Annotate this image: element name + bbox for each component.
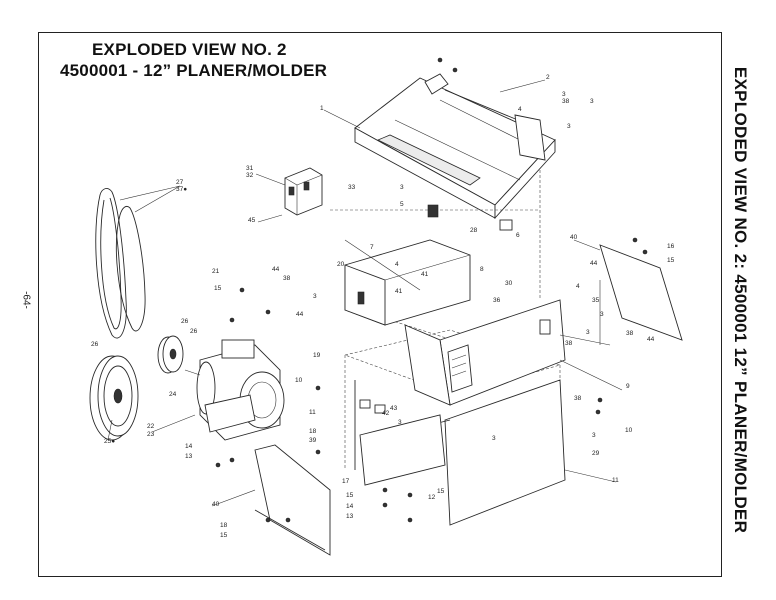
callout-label: 41 <box>395 288 403 295</box>
callout-label: 45 <box>248 217 256 224</box>
callout-label: 32 <box>246 172 254 179</box>
callout-label: 38 <box>283 275 291 282</box>
callout-label: 15 <box>346 492 354 499</box>
callout-label: 39 <box>309 437 317 444</box>
callout-label: 27 <box>176 179 184 186</box>
diagram-title: EXPLODED VIEW NO. 2 <box>92 40 287 59</box>
callout-label: 38 <box>626 330 634 337</box>
callout-label: 41 <box>421 271 429 278</box>
callout-label: 3 <box>400 184 404 191</box>
callout-label: 40 <box>570 234 578 241</box>
callout-label: 15 <box>667 257 675 264</box>
callout-label: 3 <box>492 435 496 442</box>
callout-label: 3 <box>567 123 571 130</box>
drawing-frame <box>38 32 722 577</box>
callout-label: 3 <box>592 432 596 439</box>
callout-label: 13 <box>346 513 354 520</box>
callout-label: 3 <box>590 98 594 105</box>
callout-label: 44 <box>647 336 655 343</box>
motor-mount-box <box>344 239 471 326</box>
callout-label: 11 <box>612 477 619 484</box>
callout-label: 13 <box>185 453 193 460</box>
right-panel <box>599 244 683 341</box>
callout-label: 38 <box>574 395 582 402</box>
callout-label: 33 <box>348 184 356 191</box>
callout-label: 38 <box>562 98 570 105</box>
leader-lines <box>107 79 623 507</box>
callout-label: 4 <box>518 106 522 113</box>
callout-label: 25● <box>104 438 115 445</box>
callout-label: 4 <box>395 261 399 268</box>
electrical-box <box>404 299 566 406</box>
top-cover <box>354 73 556 220</box>
callout-label: 44 <box>272 266 280 273</box>
callout-label: 14 <box>185 443 193 450</box>
callout-label: 20 <box>337 261 345 268</box>
callout-label: 22 <box>147 423 155 430</box>
callout-label: 19 <box>313 352 321 359</box>
callout-label: 6 <box>516 232 520 239</box>
callout-label: 14 <box>346 503 354 510</box>
motor-pulley <box>157 335 184 374</box>
callout-label: 15 <box>214 285 222 292</box>
callout-label: 5 <box>400 201 404 208</box>
callout-label: 15 <box>220 532 228 539</box>
callout-label: 3 <box>398 419 402 426</box>
callout-label: 44 <box>590 260 598 267</box>
callout-label: 17 <box>342 478 350 485</box>
callout-label: 16 <box>667 243 675 250</box>
callout-label: 12 <box>428 494 436 501</box>
callout-label: 4 <box>576 283 580 290</box>
callout-label: 30 <box>505 280 513 287</box>
callout-label: 3 <box>562 91 566 98</box>
callout-label: 26 <box>181 318 189 325</box>
callout-label: 36 <box>493 297 501 304</box>
callout-label: 42 <box>382 410 390 417</box>
callout-label: 18 <box>220 522 228 529</box>
callout-label: 15 <box>437 488 445 495</box>
callout-label: 2 <box>546 74 550 81</box>
callout-label: 18 <box>309 428 317 435</box>
diagram-subtitle: 4500001 - 12” PLANER/MOLDER <box>60 61 328 80</box>
callout-label: 21 <box>212 268 220 275</box>
drive-belts <box>95 188 146 339</box>
callout-label: 44 <box>296 311 304 318</box>
lower-cabinet <box>354 379 566 526</box>
callout-label: 23 <box>147 431 155 438</box>
large-pulley <box>89 355 139 441</box>
callout-label: 37● <box>176 186 187 193</box>
callout-label: 38 <box>565 340 573 347</box>
switch-box <box>284 167 323 216</box>
cover-rod <box>444 89 546 161</box>
callout-label: 10 <box>295 377 303 384</box>
callout-label: 1 <box>320 105 324 112</box>
callout-label: 11 <box>309 409 316 416</box>
callout-label: 29 <box>592 450 600 457</box>
callout-label: 8 <box>480 266 484 273</box>
callout-label: 3 <box>600 311 604 318</box>
callout-label: 3 <box>313 293 317 300</box>
motor <box>184 339 285 441</box>
callout-label: 24 <box>169 391 177 398</box>
callout-label: 7 <box>370 244 374 251</box>
callout-labels: 1 2 3 4 38 3 3 31 32 33 3 5 27 37● 45 6 … <box>91 74 675 539</box>
callout-label: 10 <box>625 427 633 434</box>
callout-label: 31 <box>246 165 254 172</box>
callout-label: 26 <box>91 341 99 348</box>
hardware-marks <box>215 57 648 523</box>
callout-label: 3 <box>586 329 590 336</box>
callout-label: 35 <box>592 297 600 304</box>
callout-label: 26 <box>190 328 198 335</box>
callout-label: 28 <box>470 227 478 234</box>
callout-label: 9 <box>626 383 630 390</box>
callout-label: 43 <box>390 405 398 412</box>
left-panel <box>254 444 331 556</box>
